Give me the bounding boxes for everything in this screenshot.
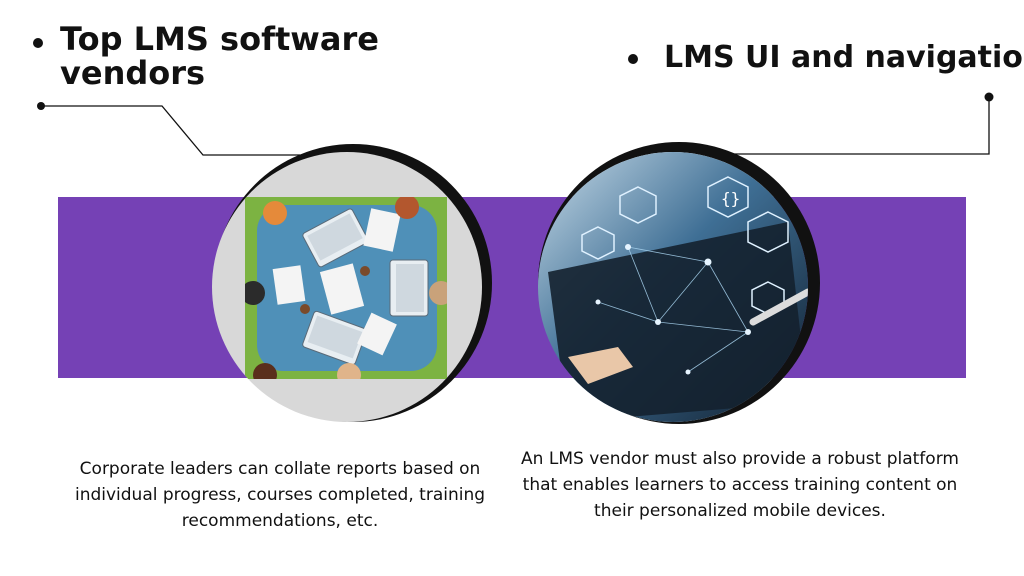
caption-right: An LMS vendor must also provide a robust… [521, 449, 959, 521]
laptop-right [389, 259, 429, 317]
paper-1 [319, 263, 365, 315]
paper-4 [357, 312, 397, 356]
laptop-bottom [302, 310, 368, 366]
person-head-4 [253, 363, 277, 379]
team-meeting-laptops-photo-icon [245, 197, 447, 379]
heading-top-lms-vendors: Top LMS software vendors [60, 20, 379, 92]
hexagon-icons [581, 176, 789, 315]
person-head-3 [429, 281, 447, 305]
code-braces-icon: {} [721, 189, 740, 208]
person-head-6 [245, 281, 265, 305]
network-nodes [595, 244, 751, 375]
network-lines [597, 246, 749, 373]
image-circle-right: {} [538, 152, 808, 422]
person-head-2 [395, 197, 419, 219]
connector-left-dot [37, 102, 45, 110]
caption-left: Corporate leaders can collate reports ba… [74, 459, 486, 531]
coffee-cup-1 [360, 266, 370, 276]
person-head-5 [337, 363, 361, 379]
hand-thumb [568, 347, 633, 384]
paper-3 [272, 265, 306, 305]
tablet-network-interface-photo-icon: {} [538, 152, 808, 422]
laptop-top [302, 208, 369, 268]
stylus-pen [749, 288, 808, 326]
heading-right-bullet [628, 54, 638, 64]
image-circle-left [212, 152, 482, 422]
connector-right-dot [984, 92, 994, 102]
paper-2 [363, 208, 401, 252]
person-head-1 [263, 201, 287, 225]
heading-lms-ui-navigation: LMS UI and navigation [664, 40, 1024, 75]
heading-left-bullet [33, 38, 43, 48]
coffee-cup-2 [300, 304, 310, 314]
purple-band [58, 197, 966, 378]
connector-left [41, 105, 300, 156]
connector-right [700, 97, 990, 155]
